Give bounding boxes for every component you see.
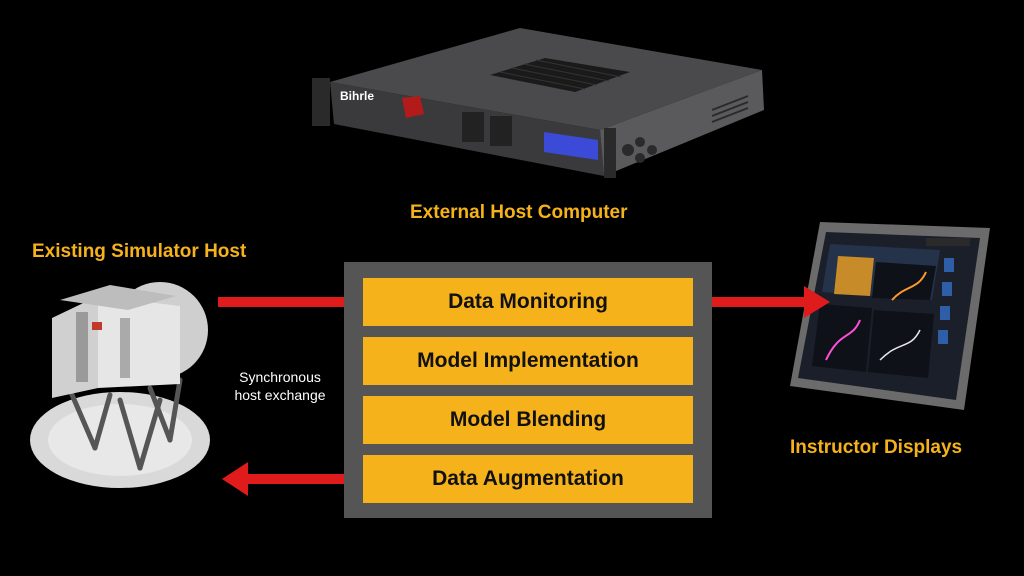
external-host-label: External Host Computer [410,202,628,223]
block-model-blending: Model Blending [363,396,693,444]
sync-note-line1: Synchronous [239,369,321,385]
sync-note: Synchronous host exchange [220,368,340,404]
sync-note-line2: host exchange [234,387,326,403]
brand-logo: Bihrle [340,89,374,103]
instructor-displays-label: Instructor Displays [790,437,963,458]
block-data-monitoring: Data Monitoring [363,278,693,326]
arrow-augmentation-to-host [222,462,362,496]
existing-host-label: Existing Simulator Host [32,241,247,262]
block-data-augmentation: Data Augmentation [363,455,693,503]
arrow-monitoring-to-displays [664,286,830,318]
process-stack: Data Monitoring Model Implementation Mod… [344,262,712,518]
block-model-implementation: Model Implementation [363,337,693,385]
